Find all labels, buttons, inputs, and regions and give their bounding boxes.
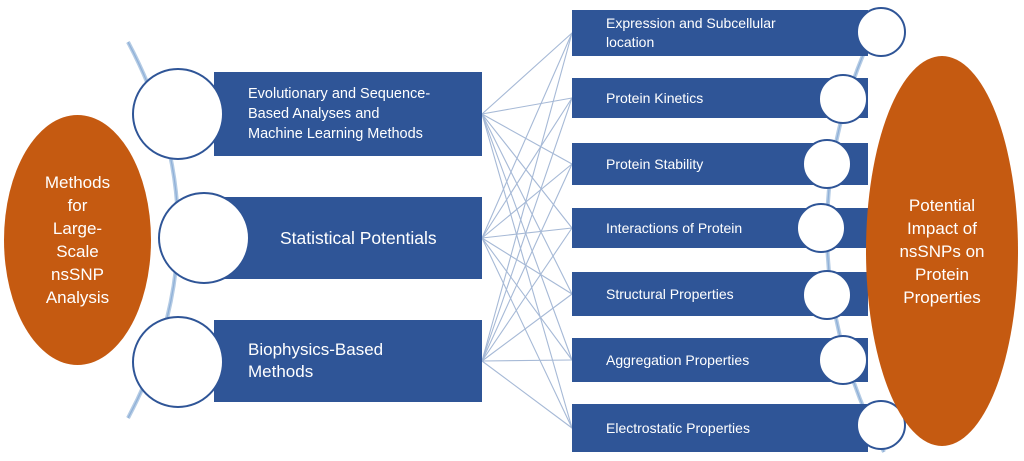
- connector-line: [481, 32, 573, 362]
- method-circle-1: [132, 68, 224, 160]
- method-circle-3: [132, 316, 224, 408]
- property-box-aggregation: Aggregation Properties: [572, 338, 868, 382]
- property-circle-2: [818, 74, 868, 124]
- connector-line: [481, 113, 573, 295]
- property-circle-3: [802, 139, 852, 189]
- connector-line: [481, 163, 573, 239]
- method-box-statistical: Statistical Potentials: [214, 197, 482, 279]
- connector-line: [481, 32, 573, 115]
- property-circle-6: [818, 335, 868, 385]
- property-circle-4: [796, 203, 846, 253]
- connector-line: [481, 237, 573, 295]
- connector-line: [481, 360, 573, 429]
- connector-line: [481, 97, 573, 362]
- property-label: Structural Properties: [606, 285, 734, 302]
- connector-line: [481, 227, 573, 362]
- connector-line: [481, 293, 573, 362]
- connector-line: [481, 113, 573, 229]
- property-label: Interactions of Protein: [606, 219, 743, 236]
- method-label: Statistical Potentials: [280, 227, 437, 248]
- property-label: Aggregation Properties: [606, 351, 750, 368]
- method-label: Evolutionary and Sequence- Based Analyse…: [248, 86, 431, 142]
- method-label: Biophysics-Based Methods: [248, 340, 384, 381]
- property-label: Protein Stability: [606, 155, 704, 172]
- connector-line: [481, 359, 573, 362]
- connector-line: [481, 113, 573, 429]
- property-label: Electrostatic Properties: [606, 419, 750, 436]
- connector-line: [481, 32, 573, 239]
- property-label: Expression and Subcellular location: [606, 15, 776, 50]
- property-circle-1: [856, 7, 906, 57]
- connector-line: [481, 113, 573, 165]
- connector-line: [481, 97, 573, 115]
- left-oval-text: Methods for Large- Scale nsSNP Analysis: [44, 173, 111, 307]
- method-box-evolutionary: Evolutionary and Sequence- Based Analyse…: [214, 72, 482, 156]
- connector-line: [481, 237, 573, 429]
- method-circle-2: [158, 192, 250, 284]
- connector-line: [481, 113, 573, 361]
- connector-line: [481, 97, 573, 239]
- connector-line: [481, 163, 573, 362]
- method-box-biophysics: Biophysics-Based Methods: [214, 320, 482, 402]
- property-label: Protein Kinetics: [606, 89, 704, 106]
- connector-line: [481, 227, 573, 239]
- property-box-electrostatic: Electrostatic Properties: [572, 404, 868, 452]
- left-oval-methods: Methods for Large- Scale nsSNP Analysis: [4, 115, 151, 365]
- right-oval-text: Potential Impact of nsSNPs on Protein Pr…: [899, 195, 985, 307]
- property-box-expression: Expression and Subcellular location: [572, 10, 868, 56]
- property-circle-5: [802, 270, 852, 320]
- connector-line: [481, 237, 573, 361]
- right-oval-impact: Potential Impact of nsSNPs on Protein Pr…: [866, 56, 1018, 446]
